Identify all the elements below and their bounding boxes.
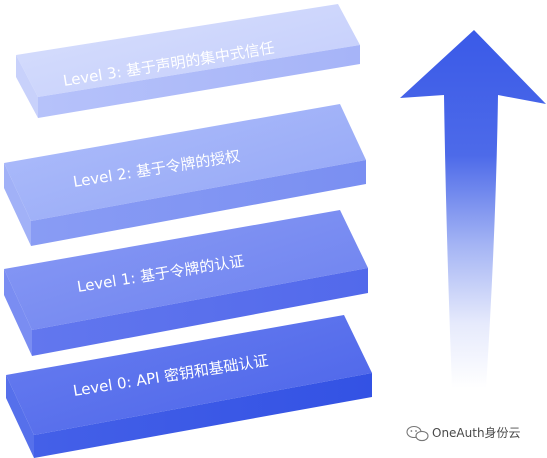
level-3-front-face bbox=[38, 45, 360, 118]
level-2-side-face bbox=[4, 163, 31, 246]
level-3-slab: Level 3: 基于声明的集中式信任 bbox=[16, 4, 360, 118]
level-1-side-face bbox=[4, 269, 32, 356]
level-1-top-face bbox=[4, 210, 368, 330]
level-0-top-face bbox=[6, 315, 372, 435]
level-2-slab: Level 2: 基于令牌的授权 bbox=[4, 104, 366, 246]
level-2-top-face bbox=[4, 104, 366, 221]
level-2-front-face bbox=[31, 160, 366, 246]
level-1-front-face bbox=[32, 268, 368, 356]
level-0-side-face bbox=[6, 375, 34, 458]
up-arrow-shape bbox=[400, 30, 546, 388]
level-0-front-face bbox=[34, 373, 372, 458]
watermark: OneAuth身份云 bbox=[406, 425, 521, 442]
level-0-slab: Level 0: API 密钥和基础认证 bbox=[6, 315, 372, 458]
wechat-icon bbox=[406, 425, 429, 442]
level-3-top-face bbox=[16, 4, 360, 97]
up-arrow-icon bbox=[400, 30, 546, 388]
level-1-slab: Level 1: 基于令牌的认证 bbox=[4, 210, 368, 356]
level-3-side-face bbox=[16, 55, 38, 118]
watermark-text: OneAuth身份云 bbox=[432, 425, 521, 440]
